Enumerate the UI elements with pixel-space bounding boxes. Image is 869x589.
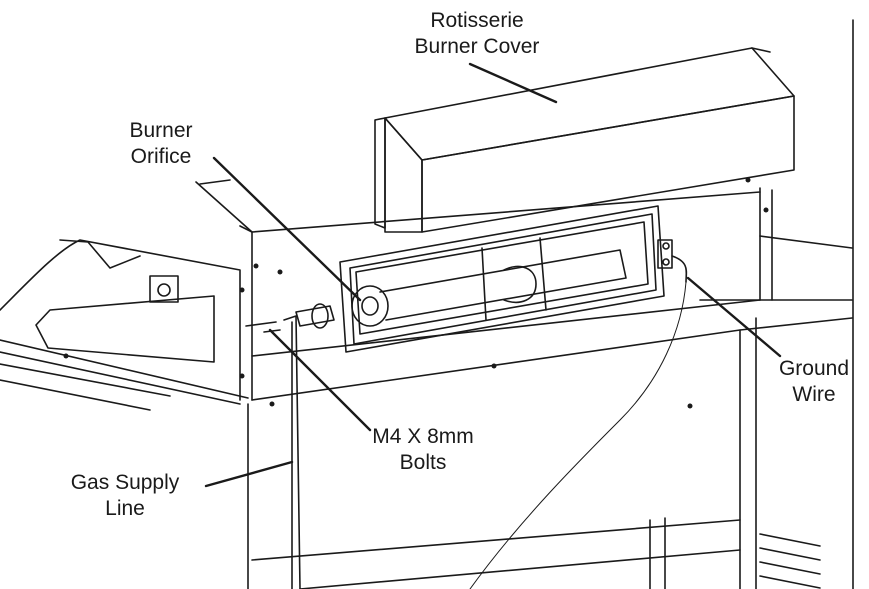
callout-leaders <box>204 62 782 488</box>
leader-gas <box>204 460 294 488</box>
leader-cover <box>468 62 558 104</box>
ground-wire-bracket <box>657 239 688 283</box>
side-vents <box>759 533 821 589</box>
callout-burner-orifice: Burner Orifice <box>101 118 221 170</box>
callout-orifice-line1: Burner <box>129 119 193 142</box>
callout-cover-line1: Rotisserie <box>430 9 524 32</box>
callout-gas-supply-line: Gas Supply Line <box>40 470 210 522</box>
burner-frame <box>339 205 665 353</box>
callout-gas-line1: Gas Supply <box>70 471 180 494</box>
rotisserie-burner-cover <box>374 47 795 233</box>
callout-gas-line2: Line <box>105 497 145 520</box>
gas-supply-line <box>245 303 335 589</box>
callout-cover-line2: Burner Cover <box>414 35 540 58</box>
callout-bolts-line1: M4 X 8mm <box>372 425 474 448</box>
leader-orifice <box>212 156 362 302</box>
leader-bolts <box>268 328 372 432</box>
left-shelf <box>0 239 241 411</box>
callout-rotisserie-burner-cover: Rotisserie Burner Cover <box>397 8 557 60</box>
ground-wire <box>469 281 687 589</box>
rear-panel <box>195 179 773 401</box>
callout-ground-line1: Ground <box>778 357 850 380</box>
lower-panel <box>0 235 853 589</box>
callout-bolts-line2: Bolts <box>399 451 447 474</box>
callout-orifice-line2: Orifice <box>130 145 192 168</box>
callout-m4-bolts: M4 X 8mm Bolts <box>338 424 508 476</box>
leader-ground <box>686 276 782 358</box>
callout-ground-wire: Ground Wire <box>764 356 864 408</box>
callout-ground-line2: Wire <box>792 383 836 406</box>
fastener-dots <box>63 177 769 409</box>
